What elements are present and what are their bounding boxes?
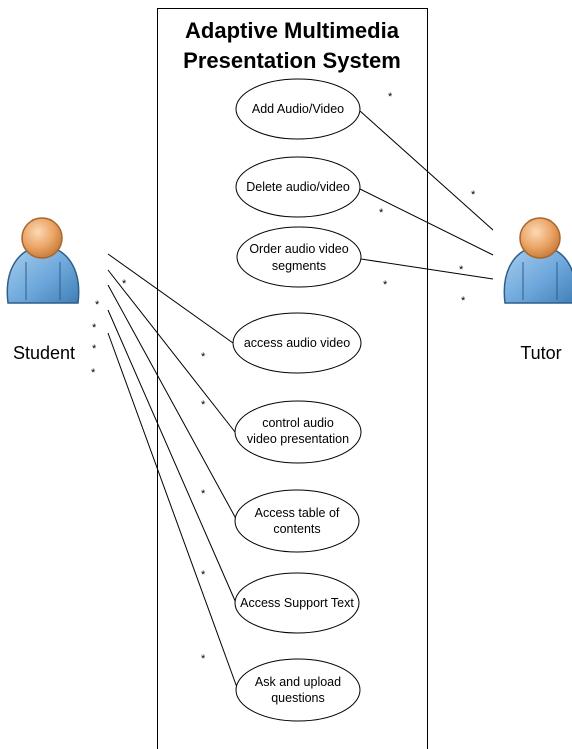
mult-ask-usecase-end: * — [201, 653, 206, 665]
usecase-support-text-label: Access Support Text — [240, 596, 354, 610]
mult-student-2: * — [95, 299, 100, 311]
usecase-delete-av-label: Delete audio/video — [246, 180, 350, 194]
actor-student-label: Student — [13, 343, 75, 363]
usecase-add-av-label: Add Audio/Video — [252, 102, 344, 116]
mult-add-av-tutor-end: * — [471, 189, 476, 201]
usecase-order-segments-label-2: segments — [272, 259, 326, 273]
actor-tutor-label: Tutor — [520, 343, 561, 363]
mult-student-4: * — [92, 343, 97, 355]
user-icon — [503, 217, 572, 304]
usecase-order-segments-label-1: Order audio video — [249, 242, 348, 256]
usecase-support-text[interactable]: Access Support Text — [234, 572, 360, 634]
usecase-ask-upload-label-2: questions — [271, 691, 325, 705]
usecase-order-segments[interactable]: Order audio video segments — [236, 226, 362, 288]
actor-student[interactable]: Student — [6, 217, 80, 363]
usecase-ask-upload[interactable]: Ask and upload questions — [235, 658, 361, 722]
actor-tutor[interactable]: Tutor — [503, 217, 572, 363]
mult-toc-usecase-end: * — [201, 488, 206, 500]
usecase-access-toc-label-2: contents — [273, 522, 320, 536]
usecase-control-presentation-label-2: video presentation — [247, 432, 349, 446]
usecase-access-toc-label-1: Access table of — [255, 506, 340, 520]
mult-support-usecase-end: * — [201, 569, 206, 581]
assoc-tutor-order-segments — [360, 258, 494, 280]
mult-student-1: * — [122, 278, 127, 290]
usecase-access-toc[interactable]: Access table of contents — [234, 489, 360, 553]
assoc-tutor-delete-av — [359, 188, 494, 256]
user-icon — [6, 217, 80, 304]
mult-order-usecase-end: * — [383, 279, 388, 291]
usecase-access-av[interactable]: access audio video — [232, 312, 362, 374]
assoc-student-support-text — [107, 309, 237, 604]
usecase-access-av-label: access audio video — [244, 336, 350, 350]
mult-student-3: * — [92, 322, 97, 334]
mult-student-5: * — [91, 367, 96, 379]
mult-access-av-usecase-end: * — [201, 351, 206, 363]
usecase-delete-av[interactable]: Delete audio/video — [235, 156, 361, 218]
mult-order-tutor-end: * — [461, 295, 466, 307]
assoc-student-access-av — [107, 253, 234, 344]
mult-delete-av-tutor-end: * — [459, 264, 464, 276]
assoc-tutor-add-av — [359, 110, 494, 231]
mult-control-usecase-end: * — [201, 399, 206, 411]
assoc-student-control-presentation — [107, 269, 236, 433]
usecase-ask-upload-label-1: Ask and upload — [255, 675, 341, 689]
usecase-control-presentation-label-1: control audio — [262, 416, 334, 430]
usecase-control-presentation[interactable]: control audio video presentation — [234, 400, 362, 464]
system-title-line1: Adaptive Multimedia — [185, 18, 400, 43]
assoc-student-access-toc — [107, 284, 241, 527]
assoc-student-ask-upload — [107, 332, 240, 694]
mult-add-av-usecase-end: * — [388, 91, 393, 103]
system-title-line2: Presentation System — [183, 48, 401, 73]
mult-delete-av-usecase-end: * — [379, 207, 384, 219]
multiplicity-markers: * * * * * * * * * * * * * * * * — [91, 91, 476, 665]
usecase-add-av[interactable]: Add Audio/Video — [235, 78, 361, 140]
